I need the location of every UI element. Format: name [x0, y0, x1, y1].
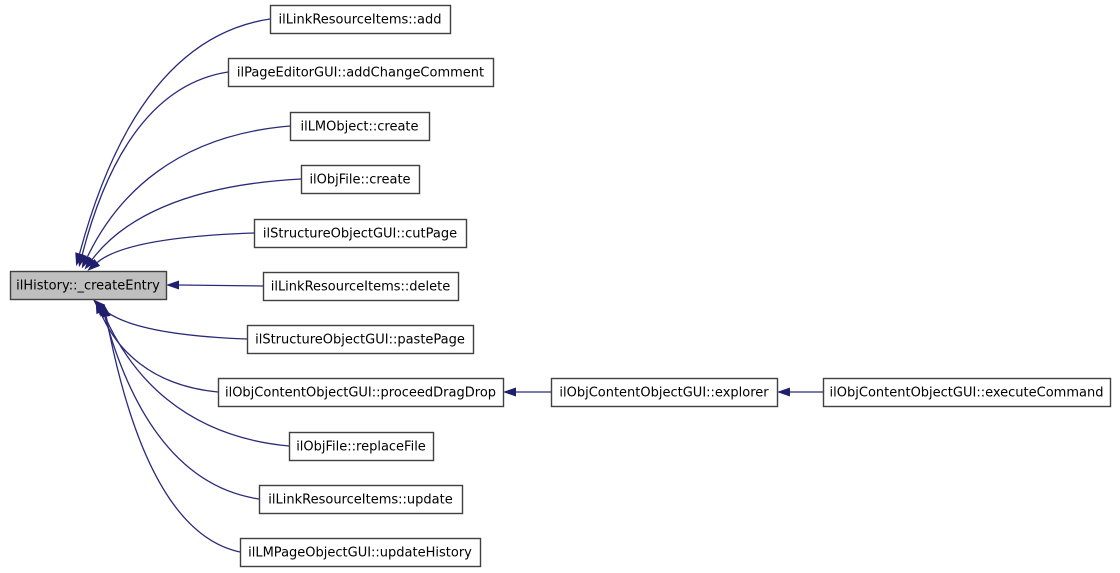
node-label-illmobject-create: ilLMObject::create	[300, 120, 418, 135]
edge-ilobjcontentobjectgui-proceeddragdrop-to-ilhistory-createentry	[100, 312, 219, 393]
node-ilobjcontentobjectgui-executecommand[interactable]: ilObjContentObjectGUI::executeCommand	[822, 377, 1112, 408]
node-illmpageobjectgui-updatehistory[interactable]: ilLMPageObjectGUI::updateHistory	[239, 537, 482, 568]
node-ilhistory-createentry[interactable]: ilHistory::_createEntry	[9, 270, 168, 301]
node-ilobjcontentobjectgui-proceeddragdrop[interactable]: ilObjContentObjectGUI::proceedDragDrop	[217, 377, 505, 408]
arrowhead-ilobjfile-create-to-ilhistory-createentry	[84, 256, 96, 270]
arrowhead-illmpageobjectgui-updatehistory-to-ilhistory-createentry	[101, 303, 111, 318]
node-ilstructureobjectgui-cutpage[interactable]: ilStructureObjectGUI::cutPage	[253, 218, 468, 249]
edge-ilpageeditorgui-addchangecomment-to-ilhistory-createentry	[81, 71, 229, 255]
node-box-ilobjfile-create[interactable]	[300, 164, 421, 195]
node-ilpageeditorgui-addchangecomment[interactable]: ilPageEditorGUI::addChangeComment	[227, 57, 495, 88]
edge-ilobjfile-replacefile-to-ilhistory-createentry	[102, 313, 290, 447]
edge-illinkresourceitems-add-to-ilhistory-createentry	[78, 18, 271, 254]
node-box-illinkresourceitems-add[interactable]	[269, 4, 452, 35]
node-label-ilhistory-createentry: ilHistory::_createEntry	[16, 279, 160, 294]
node-box-ilobjcontentobjectgui-proceeddragdrop[interactable]	[217, 377, 505, 408]
node-label-ilobjcontentobjectgui-executecommand: ilObjContentObjectGUI::executeCommand	[830, 386, 1104, 401]
edge-ilobjfile-create-to-ilhistory-createentry	[91, 178, 302, 260]
node-illinkresourceitems-delete[interactable]: ilLinkResourceItems::delete	[262, 271, 460, 302]
edge-layer	[75, 18, 823, 553]
node-label-ilobjfile-create: ilObjFile::create	[309, 173, 410, 188]
node-box-ilhistory-createentry[interactable]	[9, 270, 168, 301]
arrowhead-ilstructureobjectgui-cutpage-to-ilhistory-createentry	[87, 259, 101, 271]
arrowhead-ilobjcontentobjectgui-executecommand-to-ilobjcontentobjectgui-explorer	[777, 387, 790, 397]
node-label-ilstructureobjectgui-pastepage: ilStructureObjectGUI::pastePage	[255, 333, 465, 348]
node-box-illinkresourceitems-update[interactable]	[258, 484, 464, 515]
node-box-illmobject-create[interactable]	[289, 111, 431, 142]
edge-illinkresourceitems-delete-to-ilhistory-createentry	[177, 284, 264, 287]
node-box-ilstructureobjectgui-pastepage[interactable]	[246, 324, 475, 355]
node-illinkresourceitems-add[interactable]: ilLinkResourceItems::add	[269, 4, 452, 35]
arrowhead-ilobjcontentobjectgui-explorer-to-ilobjcontentobjectgui-proceeddragdrop	[503, 387, 516, 397]
node-box-illinkresourceitems-delete[interactable]	[262, 271, 460, 302]
node-label-illinkresourceitems-update: ilLinkResourceItems::update	[268, 493, 452, 508]
arrowhead-illinkresourceitems-delete-to-ilhistory-createentry	[166, 280, 179, 290]
node-box-ilobjcontentobjectgui-explorer[interactable]	[550, 377, 779, 408]
node-layer: ilLinkResourceItems::addilPageEditorGUI:…	[9, 4, 1112, 568]
node-label-ilpageeditorgui-addchangecomment: ilPageEditorGUI::addChangeComment	[237, 66, 484, 81]
node-label-ilobjcontentobjectgui-proceeddragdrop: ilObjContentObjectGUI::proceedDragDrop	[225, 386, 496, 401]
node-label-illmpageobjectgui-updatehistory: ilLMPageObjectGUI::updateHistory	[248, 546, 472, 561]
edge-ilstructureobjectgui-cutpage-to-ilhistory-createentry	[96, 232, 255, 263]
node-box-ilobjcontentobjectgui-executecommand[interactable]	[822, 377, 1112, 408]
node-ilobjfile-replacefile[interactable]: ilObjFile::replaceFile	[288, 431, 435, 462]
node-label-illinkresourceitems-add: ilLinkResourceItems::add	[278, 13, 441, 28]
node-box-illmpageobjectgui-updatehistory[interactable]	[239, 537, 482, 568]
node-illmobject-create[interactable]: ilLMObject::create	[289, 111, 431, 142]
node-ilobjcontentobjectgui-explorer[interactable]: ilObjContentObjectGUI::explorer	[550, 377, 779, 408]
node-illinkresourceitems-update[interactable]: ilLinkResourceItems::update	[258, 484, 464, 515]
node-box-ilstructureobjectgui-cutpage[interactable]	[253, 218, 468, 249]
node-label-ilobjcontentobjectgui-explorer: ilObjContentObjectGUI::explorer	[559, 386, 769, 401]
node-box-ilpageeditorgui-addchangecomment[interactable]	[227, 57, 495, 88]
node-label-ilstructureobjectgui-cutpage: ilStructureObjectGUI::cutPage	[263, 227, 457, 242]
edge-illinkresourceitems-update-to-ilhistory-createentry	[103, 315, 260, 500]
edge-illmpageobjectgui-updatehistory-to-ilhistory-createentry	[105, 316, 241, 553]
node-label-ilobjfile-replacefile: ilObjFile::replaceFile	[296, 440, 426, 455]
node-ilstructureobjectgui-pastepage[interactable]: ilStructureObjectGUI::pastePage	[246, 324, 475, 355]
node-label-illinkresourceitems-delete: ilLinkResourceItems::delete	[271, 280, 451, 295]
edge-ilstructureobjectgui-pastepage-to-ilhistory-createentry	[101, 307, 248, 340]
node-ilobjfile-create[interactable]: ilObjFile::create	[300, 164, 421, 195]
edge-illmobject-create-to-ilhistory-createentry	[86, 125, 291, 258]
node-box-ilobjfile-replacefile[interactable]	[288, 431, 435, 462]
